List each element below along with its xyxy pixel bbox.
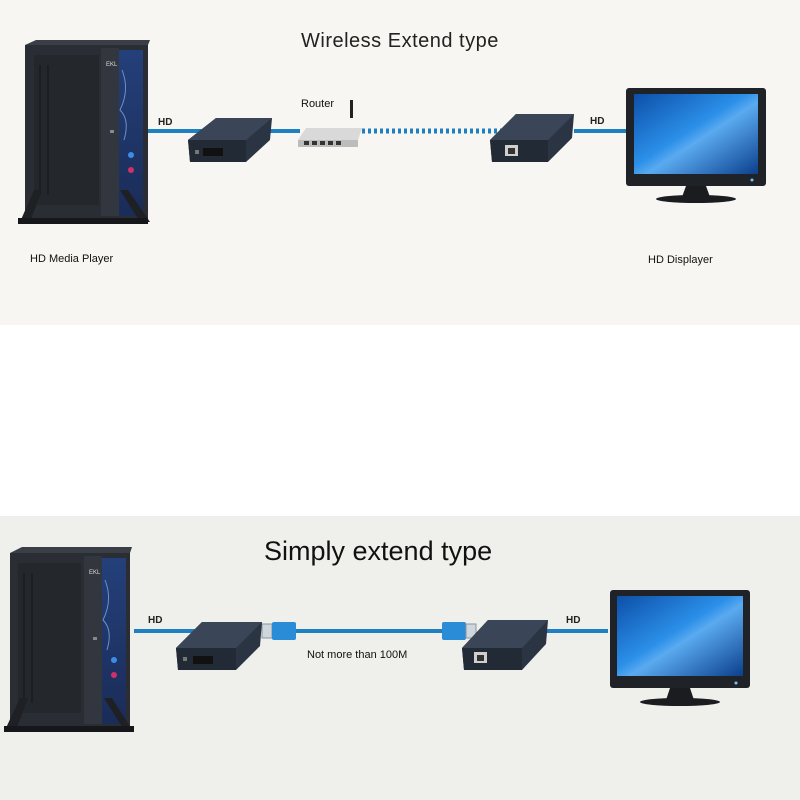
router-label: Router bbox=[301, 98, 334, 110]
display-label: HD Displayer bbox=[648, 254, 713, 266]
media-player-pc-bottom bbox=[4, 547, 134, 732]
hdmi-receiver bbox=[490, 114, 574, 162]
media-player-pc bbox=[18, 40, 150, 224]
wireless-title: Wireless Extend type bbox=[301, 30, 499, 53]
hd-label-left-bottom: HD bbox=[148, 615, 162, 626]
pc-brand-badge-bottom: EKL bbox=[89, 570, 101, 576]
pc-brand-badge: EKL bbox=[106, 62, 118, 68]
hd-monitor bbox=[626, 88, 766, 203]
hd-label-left: HD bbox=[158, 117, 172, 128]
rj45-plug-left bbox=[262, 622, 296, 640]
source-label: HD Media Player bbox=[30, 253, 113, 265]
rj45-plug-right bbox=[442, 622, 476, 640]
simple-title: Simply extend type bbox=[264, 536, 492, 567]
hd-label-right-bottom: HD bbox=[566, 615, 580, 626]
hd-monitor-bottom bbox=[610, 590, 750, 706]
hdmi-transmitter bbox=[188, 118, 272, 162]
hd-label-right: HD bbox=[590, 116, 604, 127]
distance-label: Not more than 100M bbox=[307, 649, 407, 661]
